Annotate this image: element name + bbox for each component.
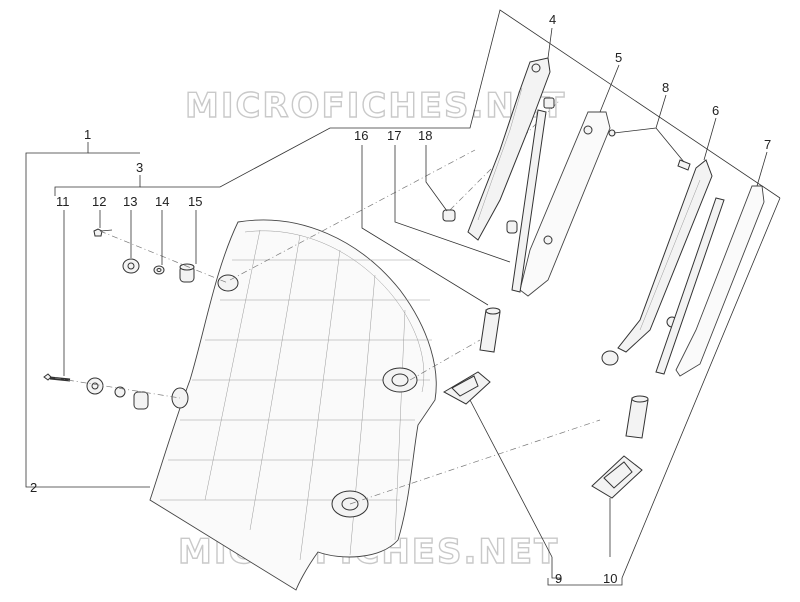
callout-10: 10 (603, 571, 617, 586)
bracket-4 (467, 57, 555, 241)
callout-8: 8 (662, 80, 669, 95)
sleeve (479, 307, 501, 353)
callout-13: 13 (123, 194, 137, 209)
screw-8 (608, 129, 691, 171)
callout-7: 7 (764, 137, 771, 152)
screw-11 (43, 373, 71, 382)
tube-16 (511, 109, 547, 293)
nut-right (601, 350, 619, 366)
callout-12: 12 (92, 194, 106, 209)
callout-labels: 1 2 3 4 5 6 7 8 9 10 11 12 13 14 15 16 1… (30, 12, 771, 586)
washer-14b (114, 386, 126, 398)
callout-17: 17 (387, 128, 401, 143)
callout-11: 11 (56, 194, 70, 209)
callout-18: 18 (418, 128, 432, 143)
watermark-top: MICROFICHES.NET (185, 86, 566, 126)
callout-16: 16 (354, 128, 368, 143)
callout-15: 15 (188, 194, 202, 209)
base-9 (442, 371, 491, 405)
grommet-13b (86, 377, 104, 395)
callout-3: 3 (136, 160, 143, 175)
grommet-13 (122, 258, 140, 274)
callout-14: 14 (155, 194, 169, 209)
nut-17 (506, 220, 518, 234)
callout-9: 9 (555, 571, 562, 586)
tube-right (655, 197, 725, 375)
callout-4: 4 (549, 12, 556, 27)
windshield (149, 219, 437, 591)
callout-1: 1 (84, 127, 91, 142)
callout-2: 2 (30, 480, 37, 495)
nut-18 (442, 209, 456, 222)
cover-5 (519, 111, 611, 297)
sleeve-right (625, 395, 649, 439)
callout-5: 5 (615, 50, 622, 65)
washer-14 (153, 265, 165, 275)
spacer-15b (133, 391, 149, 410)
screw-12 (93, 228, 113, 237)
callout-6: 6 (712, 103, 719, 118)
cover-7 (675, 185, 765, 377)
leader-lines (25, 9, 781, 586)
base-10 (591, 455, 643, 499)
